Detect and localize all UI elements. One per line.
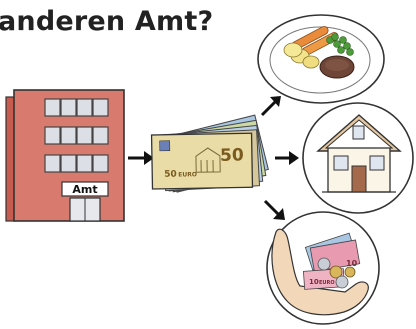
amt-sign: [61, 181, 109, 197]
page-title: anderen Amt?: [0, 6, 214, 37]
note-currency: EURO: [178, 171, 197, 178]
arrow-icon: [275, 151, 299, 165]
note-value-small: 50: [164, 170, 177, 180]
note-value: 50: [220, 145, 244, 165]
arrow-icon: [128, 151, 154, 165]
arrow-icon: [263, 199, 285, 220]
food-plate-icon: [257, 14, 385, 104]
house-icon: [302, 102, 414, 214]
hand-with-money-icon: 10 EURO 10: [266, 211, 380, 325]
arrow-icon: [260, 96, 281, 117]
office-building-icon: Amt: [5, 89, 125, 222]
hand-note-value-top: 10: [346, 259, 358, 268]
hand-note-currency: EURO: [319, 280, 335, 286]
euro-banknotes-icon: 50 50 EURO: [150, 114, 269, 193]
hand-note-value: 10: [309, 278, 319, 286]
amt-sign-label: Amt: [72, 183, 97, 196]
